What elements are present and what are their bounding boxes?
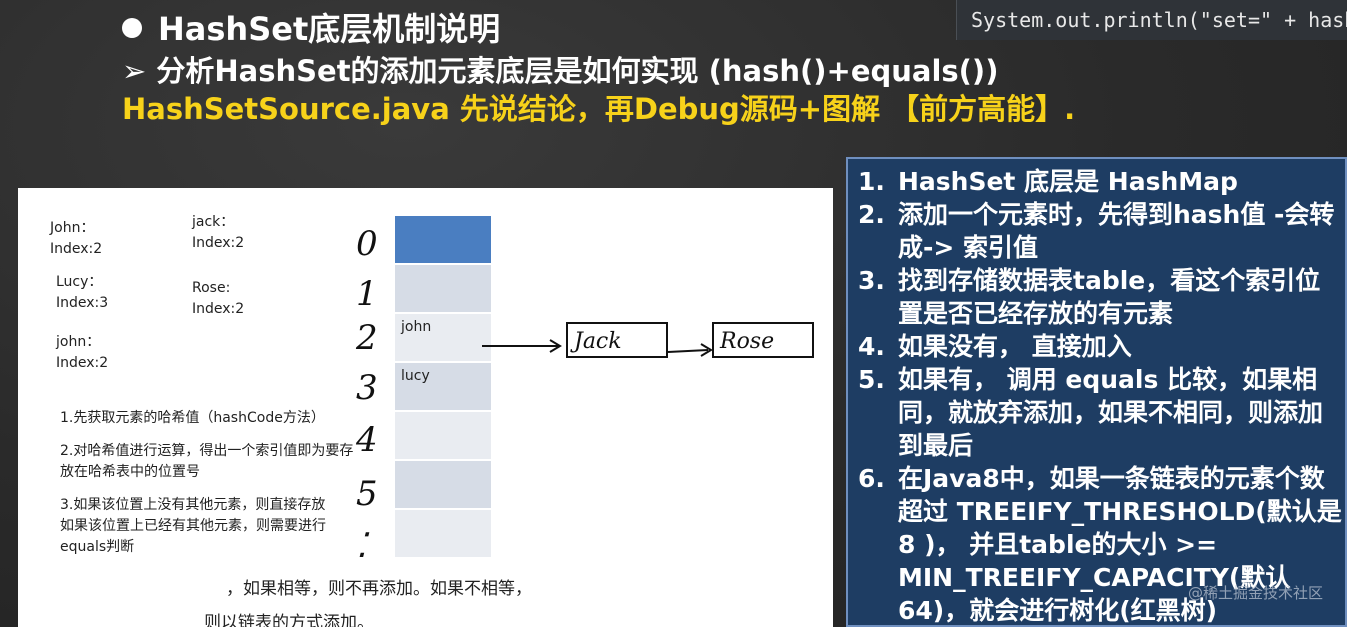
- slide-highlight: HashSetSource.java 先说结论，再Debug源码+图解 【前方高…: [122, 92, 1076, 126]
- summary-item-5: 5.如果有， 调用 equals 比较，如果相同，就放弃添加，如果不相同，则添加…: [858, 365, 1324, 460]
- summary-list: 1.HashSet 底层是 HashMap 2.添加一个元素时，先得到hash值…: [848, 159, 1345, 625]
- note-john: John： Index:2: [50, 220, 103, 257]
- slide-title-text: HashSet底层机制说明: [158, 10, 501, 48]
- table-cell-5: [395, 461, 491, 510]
- slide-subtitle: ➢ 分析HashSet的添加元素底层是如何实现 (hash()+equals()…: [122, 54, 999, 88]
- slide-title: HashSet底层机制说明: [122, 4, 500, 50]
- chain-node-jack: Jack: [566, 322, 668, 358]
- chain-node-rose: Rose: [712, 322, 814, 358]
- index-4: 4: [356, 420, 378, 460]
- table-cell-3: lucy: [395, 363, 491, 412]
- note-lucy: Lucy： Index:3: [56, 274, 109, 311]
- index-2: 2: [356, 318, 378, 358]
- tail-text-2: 则以链表的方式添加。: [204, 613, 374, 627]
- watermark: @稀土掘金技术社区: [1187, 584, 1323, 602]
- summary-item-2: 2.添加一个元素时，先得到hash值 -会转成-> 索引值: [858, 200, 1335, 262]
- step-1: 1.先获取元素的哈希值（hashCode方法）: [60, 410, 325, 426]
- index-0: 0: [356, 224, 378, 264]
- summary-item-1: 1.HashSet 底层是 HashMap: [858, 167, 1238, 196]
- table-cell-6: [395, 510, 491, 559]
- summary-item-6: 6.在Java8中，如果一条链表的元素个数超过 TREEIFY_THRESHOL…: [858, 464, 1342, 625]
- table-cell-0: [395, 216, 491, 265]
- diagram-panel: John： Index:2 jack： Index:2 Lucy： Index:…: [18, 188, 833, 627]
- table-cell-1: [395, 265, 491, 314]
- note-rose: Rose: Index:2: [192, 280, 245, 317]
- index-1: 1: [356, 274, 378, 314]
- note-john-lower: john： Index:2: [56, 334, 109, 371]
- step-3: 3.如果该位置上没有其他元素，则直接存放 如果该位置上已经有其他元素，则需要进行…: [60, 497, 326, 555]
- cell-label-lucy: lucy: [401, 368, 430, 384]
- index-more: ⁚: [356, 526, 367, 566]
- index-5: 5: [356, 474, 378, 514]
- code-snippet: System.out.println("set=" + hashSet);: [956, 0, 1347, 40]
- summary-box: 1.HashSet 底层是 HashMap 2.添加一个元素时，先得到hash值…: [846, 157, 1347, 627]
- tail-text-1: ，如果相等，则不再添加。如果不相等，: [226, 579, 532, 599]
- table-cell-2: john: [395, 314, 491, 363]
- bullet-dot-icon: [122, 18, 142, 38]
- step-2: 2.对哈希值进行运算，得出一个索引值即为要存放在哈希表中的位置号: [60, 443, 354, 480]
- summary-item-4: 4.如果没有， 直接加入: [858, 332, 1132, 361]
- summary-item-3: 3.找到存储数据表table，看这个索引位置是否已经存放的有元素: [858, 266, 1321, 328]
- index-3: 3: [356, 368, 378, 408]
- note-jack: jack： Index:2: [192, 214, 245, 251]
- cell-label-john: john: [401, 319, 432, 335]
- steps-text: 1.先获取元素的哈希值（hashCode方法） 2.对哈希值进行运算，得出一个索…: [60, 408, 360, 570]
- chain-arrows: [482, 339, 713, 357]
- table-cell-4: [395, 412, 491, 461]
